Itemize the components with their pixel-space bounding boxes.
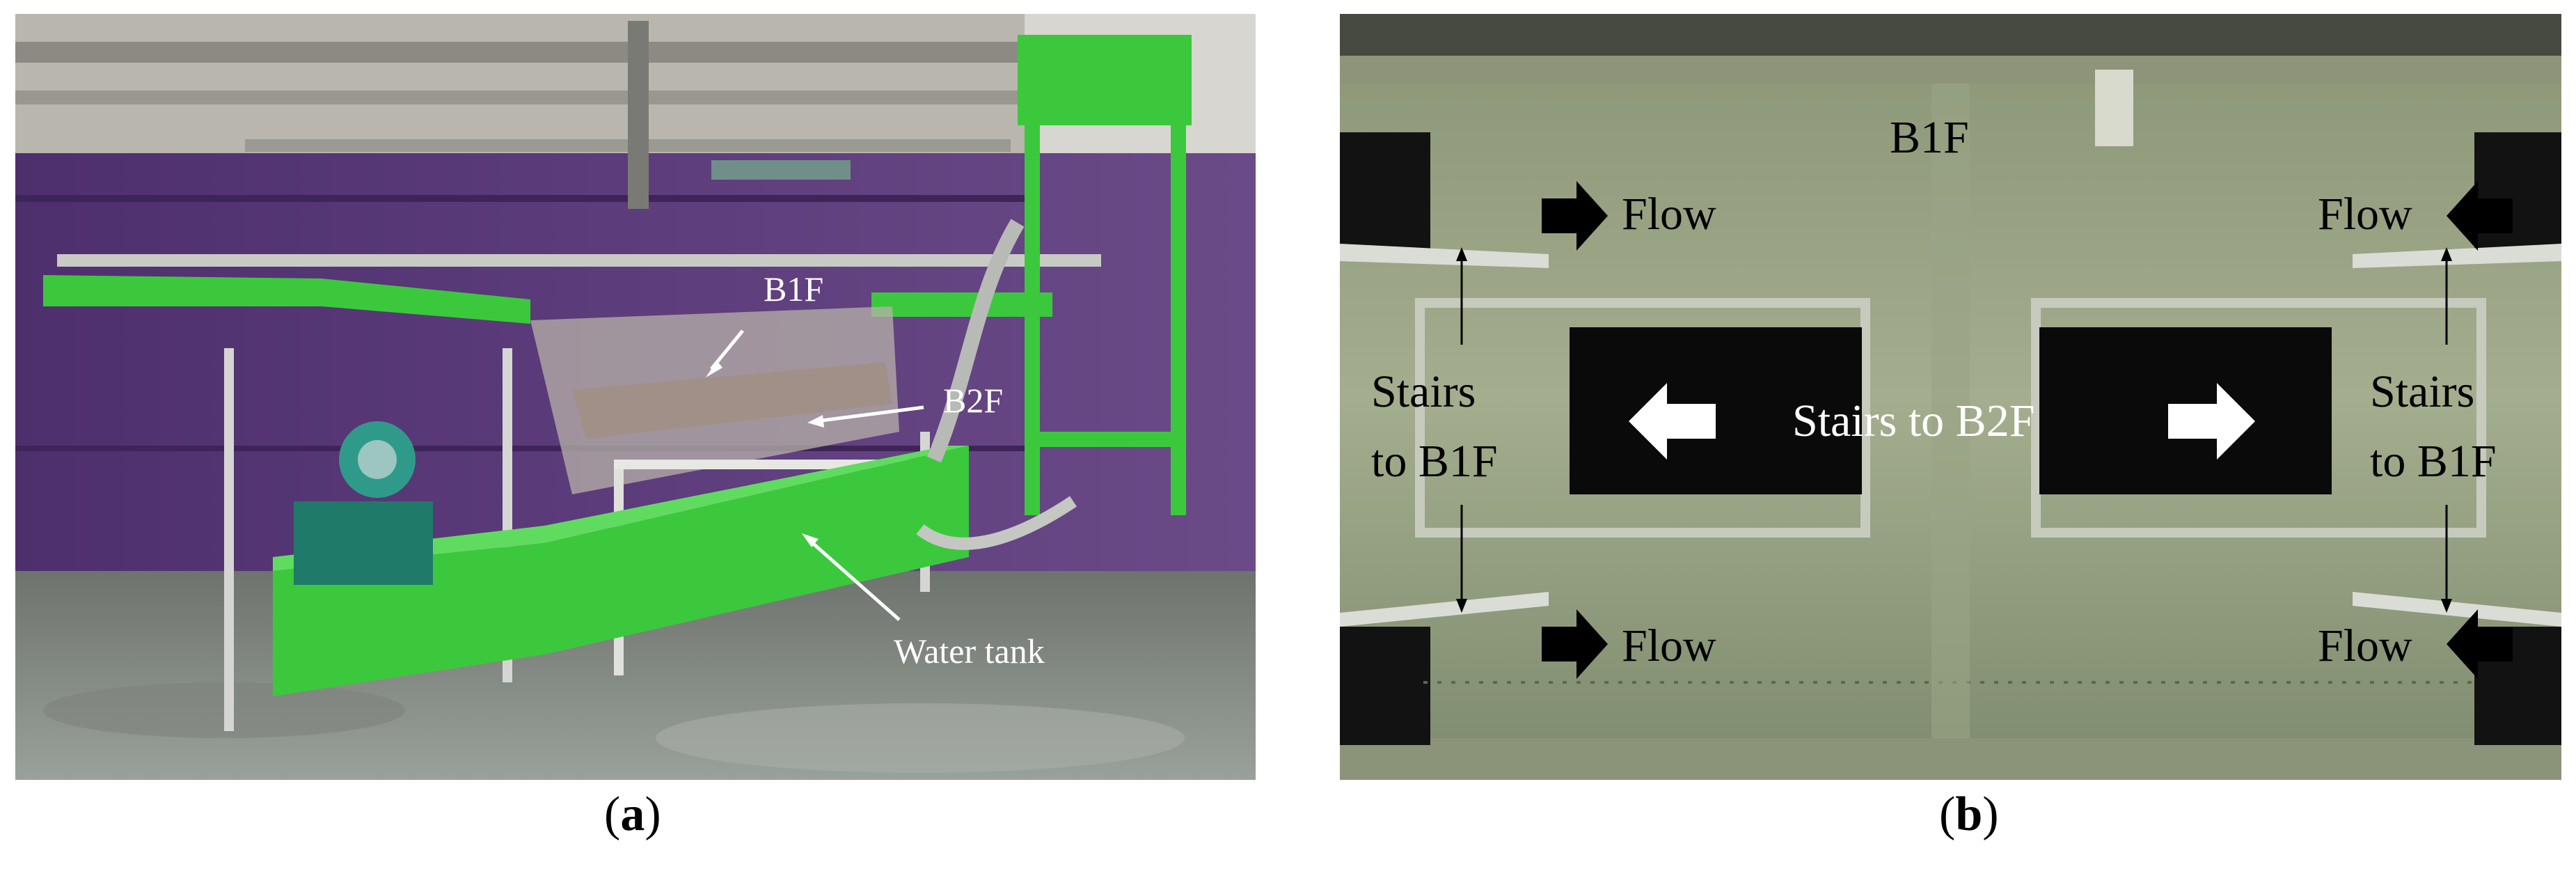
white-arrow-left	[1629, 383, 1716, 460]
caption-a: (a)	[604, 788, 661, 841]
label-flow-bottom-left: Flow	[1622, 620, 1716, 671]
stair-box-bottom-left	[1340, 627, 1430, 745]
flow-arrow-bottom-right	[2447, 609, 2513, 679]
caption-b: (b)	[1939, 788, 1999, 841]
label-b1f: B1F	[1890, 112, 1969, 163]
label-b1f: B1F	[764, 269, 824, 308]
label-stairs-right-line1: Stairs	[2370, 366, 2475, 417]
label-stairs-left-line1: Stairs	[1371, 366, 1476, 417]
photo-apparatus: B1F B2F Water tank	[15, 14, 1256, 780]
label-stairs-to-b2f: Stairs to B2F	[1792, 396, 2035, 446]
label-flow-top-right: Flow	[2318, 189, 2412, 240]
label-b2f: B2F	[943, 381, 1004, 420]
label-flow-top-left: Flow	[1622, 189, 1716, 240]
white-arrow-right	[2168, 383, 2255, 460]
apparatus-illustration	[15, 14, 1256, 780]
label-stairs-right-line2: to B1F	[2370, 436, 2497, 487]
flow-arrow-top-left	[1542, 181, 1608, 251]
stair-box-top-right	[2474, 132, 2561, 258]
label-water-tank: Water tank	[894, 632, 1045, 671]
stair-box-top-left	[1340, 132, 1430, 258]
label-stairs-left-line2: to B1F	[1371, 436, 1498, 487]
label-flow-bottom-right: Flow	[2318, 620, 2412, 671]
model-illustration	[1340, 14, 2561, 780]
flow-arrow-bottom-left	[1542, 609, 1608, 679]
flow-arrow-top-right	[2447, 181, 2513, 251]
photo-model-top-view: B1F Flow Flow Flow Flow Stairs to B1F St…	[1340, 14, 2561, 780]
